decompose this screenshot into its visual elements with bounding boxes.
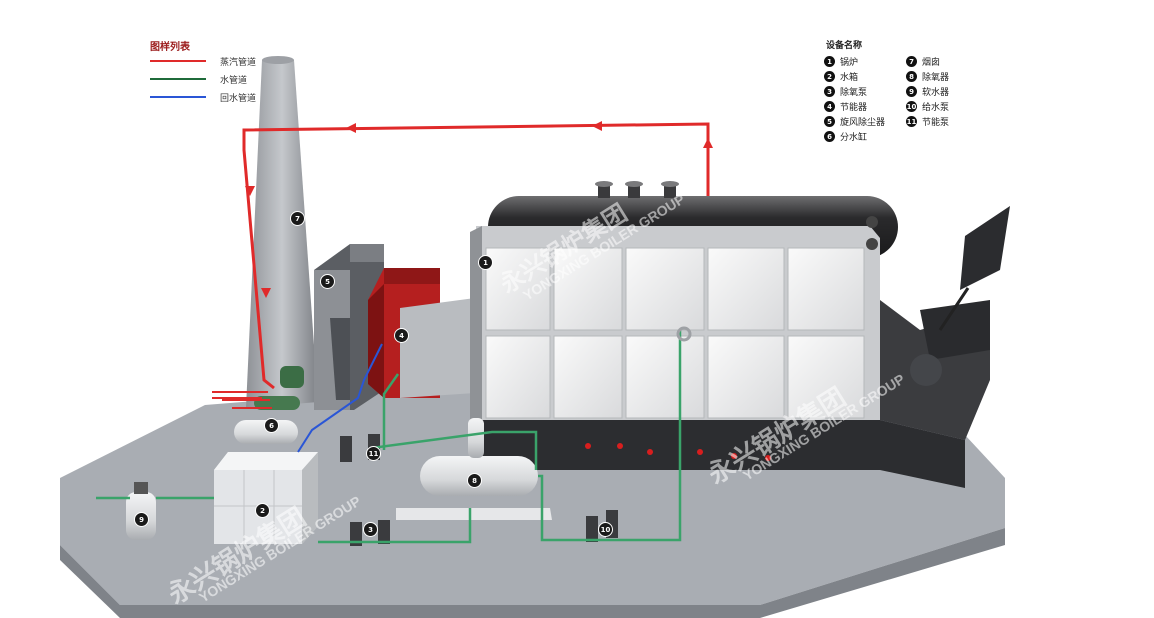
equipment-label: 水箱 — [840, 72, 859, 82]
number-badge: 2 — [824, 71, 835, 82]
boiler-firebox — [476, 206, 1010, 488]
equipment-list-col1: 1 锅炉 2 水箱 3 除氧泵 4 节能器 5 旋风除尘器 6 分水缸 — [824, 54, 885, 144]
equipment-list-col2: 7 烟囱 8 除氧器 9 软水器 10 给水泵 11 节能泵 — [906, 54, 949, 129]
steam-arrow-4 — [245, 186, 255, 196]
equipment-label: 除氧器 — [922, 72, 950, 82]
equipment-item: 9 软水器 — [906, 84, 949, 99]
equipment-label: 除氧泵 — [840, 87, 868, 97]
legend-swatch-return — [150, 96, 206, 98]
number-badge: 10 — [906, 101, 917, 112]
chimney — [246, 56, 318, 408]
number-badge: 7 — [906, 56, 917, 67]
steam-arrow-3 — [346, 123, 356, 133]
return-pipe — [297, 343, 383, 453]
number-badge: 9 — [906, 86, 917, 97]
equipment-label: 节能器 — [840, 102, 868, 112]
legend-label: 回水管道 — [220, 92, 257, 103]
equipment-label: 烟囱 — [922, 57, 941, 67]
equipment-item: 3 除氧泵 — [824, 84, 885, 99]
marker-water-tank: 2 — [255, 503, 270, 518]
marker-distributor: 6 — [264, 418, 279, 433]
equipment-item: 8 除氧器 — [906, 69, 949, 84]
equipment-label: 旋风除尘器 — [840, 117, 886, 127]
equipment-title: 设备名称 — [826, 40, 863, 50]
legend-item-water: 水管道 — [150, 72, 247, 86]
equipment-item: 10 给水泵 — [906, 99, 949, 114]
equipment-item: 4 节能器 — [824, 99, 885, 114]
marker-deaerator-pump: 3 — [363, 522, 378, 537]
number-badge: 11 — [906, 116, 917, 127]
marker-chimney: 7 — [290, 211, 305, 226]
steam-arrow-5 — [261, 288, 271, 298]
marker-deaerator: 8 — [467, 473, 482, 488]
equipment-label: 锅炉 — [840, 57, 859, 67]
equipment-item: 6 分水缸 — [824, 129, 885, 144]
boiler-body — [470, 216, 880, 428]
legend-item-return: 回水管道 — [150, 90, 256, 104]
marker-boiler: 1 — [478, 255, 493, 270]
number-badge: 6 — [824, 131, 835, 142]
equipment-label: 分水缸 — [840, 132, 868, 142]
number-badge: 1 — [824, 56, 835, 67]
steam-pipe — [242, 122, 710, 390]
equipment-label: 软水器 — [922, 87, 950, 97]
equipment-item: 5 旋风除尘器 — [824, 114, 885, 129]
flue-duct — [400, 296, 490, 398]
equipment-item: 11 节能泵 — [906, 114, 949, 129]
legend-item-steam: 蒸汽管道 — [150, 54, 256, 68]
number-badge: 8 — [906, 71, 917, 82]
marker-feed-pump: 10 — [598, 522, 613, 537]
number-badge: 3 — [824, 86, 835, 97]
marker-softener: 9 — [134, 512, 149, 527]
equipment-item: 2 水箱 — [824, 69, 885, 84]
equipment-label: 给水泵 — [922, 102, 950, 112]
steam-arrow-2 — [592, 121, 602, 131]
marker-cyclone: 5 — [320, 274, 335, 289]
legend-label: 水管道 — [220, 74, 248, 85]
legend-label: 蒸汽管道 — [220, 56, 257, 67]
boiler-panels — [485, 247, 865, 419]
marker-energy-pump: 11 — [366, 446, 381, 461]
number-badge: 4 — [824, 101, 835, 112]
equipment-label: 节能泵 — [922, 117, 950, 127]
legend-swatch-water — [150, 78, 206, 80]
water-pipes — [96, 330, 682, 544]
equipment-item: 7 烟囱 — [906, 54, 949, 69]
equipment-item: 1 锅炉 — [824, 54, 885, 69]
legend-swatch-steam — [150, 60, 206, 62]
number-badge: 5 — [824, 116, 835, 127]
steam-arrow-1 — [703, 138, 713, 148]
floor-edge — [60, 528, 1005, 618]
legend-title: 图样列表 — [150, 42, 190, 53]
water-tank — [214, 452, 318, 544]
marker-economizer: 4 — [394, 328, 409, 343]
